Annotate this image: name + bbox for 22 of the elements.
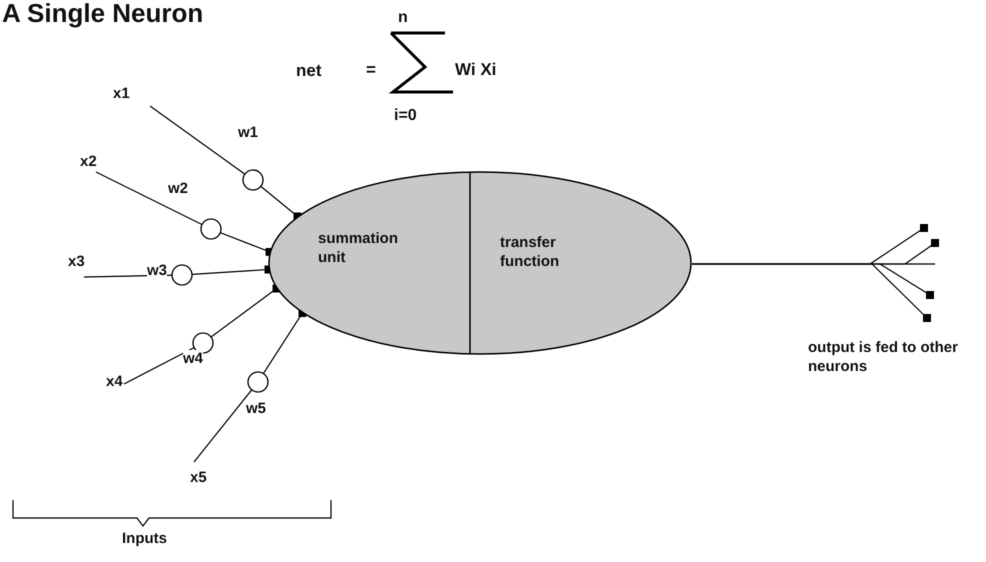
unit-label: transfer function (500, 233, 610, 271)
input-label: x3 (68, 252, 98, 271)
formula-text: output is fed to other neurons (808, 338, 958, 376)
formula-text: i=0 (394, 106, 417, 126)
output-branch (692, 263, 931, 322)
weighted-input-line (84, 264, 270, 286)
neuron-ellipse (268, 171, 692, 355)
weighted-input-line (124, 284, 279, 385)
input-label: x4 (106, 372, 136, 391)
formula-text: Wi Xi (455, 59, 496, 81)
formula-text: = (366, 59, 376, 81)
input-label: x5 (190, 468, 220, 487)
weighted-input-line (96, 171, 271, 256)
formula-text: net (296, 60, 322, 82)
formula-text: n (398, 8, 408, 28)
weighted-input-line (194, 311, 306, 462)
title: A Single Neuron (2, 0, 204, 30)
unit-label: summation unit (318, 229, 428, 267)
weighted-input-line (150, 106, 302, 219)
formula-text: Inputs (122, 529, 167, 549)
input-label: x2 (80, 152, 110, 171)
input-label: x1 (113, 84, 143, 103)
